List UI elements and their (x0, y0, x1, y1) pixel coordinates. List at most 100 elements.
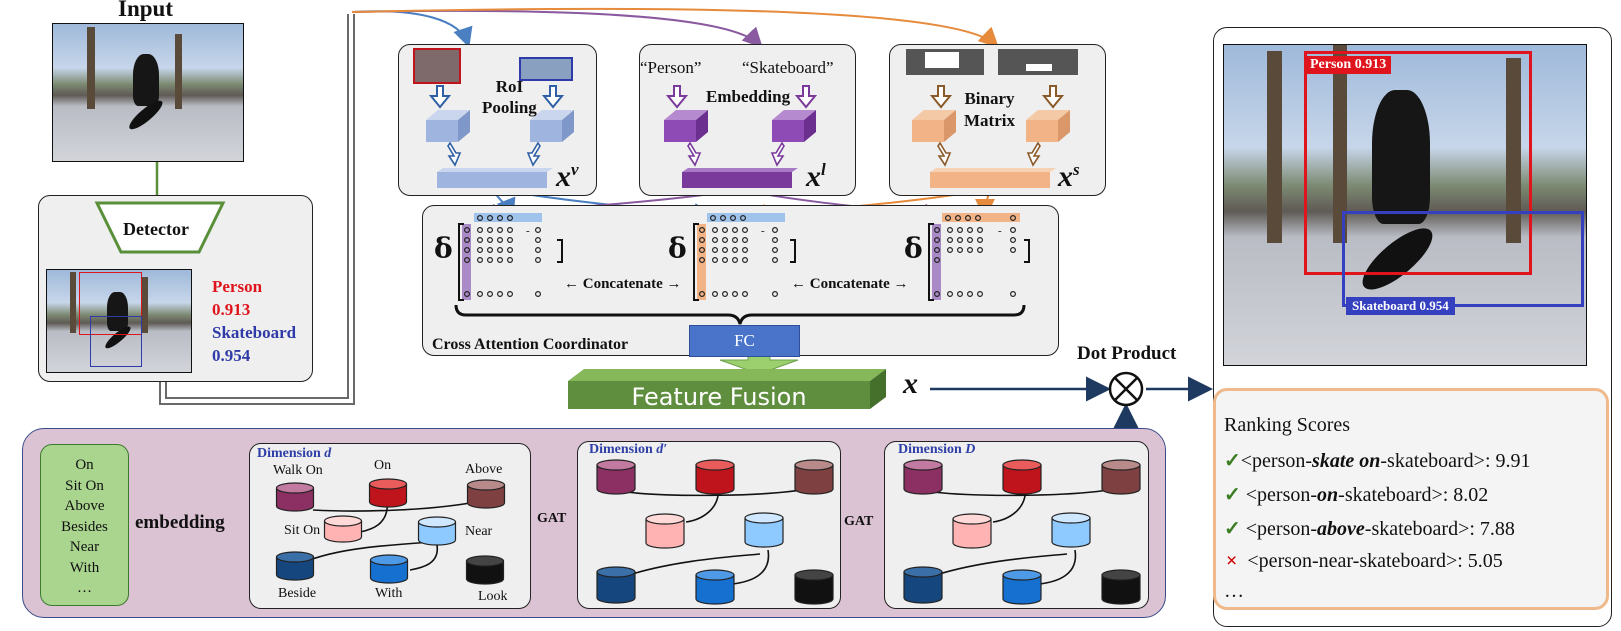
roi-title: RoI Pooling (482, 76, 537, 118)
relation-node-on (368, 478, 408, 508)
ranking-item-3-verb: above (1317, 518, 1365, 540)
matrix2-top-bar (707, 213, 785, 222)
fusion-side-face (870, 369, 886, 409)
dim-D-title: Dimension D (898, 442, 975, 458)
relation-node-with (369, 554, 409, 584)
roi-var: xv (556, 160, 579, 194)
dim-D-prefix: Dimension (898, 442, 966, 457)
vocab-item: Besides (61, 518, 108, 535)
gat-label-1: GAT (537, 511, 567, 526)
matrix2-right-bracket (790, 239, 796, 263)
rel-sit-on: Sit On (284, 523, 321, 538)
vocab-item: Above (64, 498, 105, 514)
relation-node (1002, 569, 1042, 605)
ranking-item-2-post: -skateboard>: 8.02 (1338, 484, 1489, 506)
matrix3-dash: - (998, 225, 1002, 237)
dim-D-symbol: D (965, 442, 976, 457)
binary-cube-right-side (1058, 110, 1070, 142)
matrix1-right-bracket (557, 239, 563, 263)
matrix2-dash: - (761, 225, 765, 237)
embed-cube-left-side (696, 110, 708, 142)
delta-symbol-2: δ (668, 232, 687, 265)
binary-title-line2: Matrix (964, 111, 1015, 130)
matrix1-dots (464, 215, 541, 298)
relation-node-look (465, 555, 505, 585)
roi-merge-arrow-right (526, 141, 541, 167)
output-skateboard-label: Skateboard 0.954 (1346, 297, 1455, 315)
person-detection-text: Person 0.913 (212, 275, 262, 321)
rel-near: Near (465, 524, 493, 539)
roi-down-arrow-right (541, 85, 565, 109)
embed-down-arrow-right (794, 85, 818, 109)
roi-var-sup: v (571, 160, 579, 179)
graph-edge (619, 553, 761, 579)
relation-node-near (417, 516, 457, 546)
roi-down-arrow-left (428, 85, 452, 109)
ranking-item-1-verb: skate on (1312, 450, 1381, 472)
graph-edge (312, 499, 487, 512)
roi-cube-right-side (562, 110, 574, 142)
ranking-ellipsis: … (1224, 580, 1244, 602)
relation-node (794, 569, 834, 605)
embed-var-sup: l (821, 160, 826, 179)
relation-node (1002, 459, 1042, 495)
input-photo (52, 23, 244, 162)
graph-D (903, 459, 1141, 605)
matrix1-left-bracket (458, 223, 464, 301)
binary-cube-left (912, 120, 944, 142)
relation-node (794, 459, 834, 495)
vocab-item: On (75, 457, 94, 473)
relation-node (645, 513, 685, 549)
relation-node (1101, 569, 1141, 605)
matrix3-left-bracket (928, 223, 934, 301)
ranking-item-2: ✓ <person-on-skateboard>: 8.02 (1224, 482, 1488, 507)
ranking-item-4-text: <person-near-skateboard>: 5.05 (1247, 550, 1503, 572)
ranking-item-2-pre: <person- (1245, 484, 1318, 506)
fc-label: FC (734, 331, 755, 350)
rel-above: Above (465, 462, 503, 477)
binary-var-sup: s (1073, 160, 1080, 179)
ranking-item-3-post: -skateboard>: 7.88 (1364, 518, 1515, 540)
roi-title-line1: RoI (495, 77, 524, 96)
embedding-title: Embedding (706, 87, 791, 106)
relation-node-walk-on (275, 482, 315, 512)
relation-node-beside (275, 551, 315, 581)
graph-edge (932, 487, 1120, 497)
skateboard-label: Skateboard (212, 323, 297, 342)
feature-fusion-label: Feature Fusion (631, 383, 807, 411)
concatenate-label-1: ← Concatenate → (564, 276, 682, 292)
check-icon: ✓ (1224, 518, 1241, 540)
roi-cube-left-top (426, 110, 470, 120)
ranking-item-2-verb: on (1317, 484, 1339, 506)
embed-cube-left-top (664, 110, 708, 120)
skater-silhouette (132, 54, 160, 107)
skater-silhouette (1372, 89, 1431, 225)
embed-merge-arrow-left (687, 141, 702, 167)
palm-trunk (1506, 57, 1521, 244)
arrow-to-binary (351, 7, 999, 48)
dim-d-prime-prefix: Dimension (589, 442, 657, 457)
matrix3-right-bracket (1024, 239, 1030, 263)
detector-label: Detector (123, 219, 189, 239)
relation-node (952, 513, 992, 549)
graph-edge (409, 544, 438, 571)
graph-d (275, 478, 506, 585)
ranking-item-1: ✓<person-skate on-skateboard>: 9.91 (1224, 448, 1531, 473)
input-title: Input (118, 0, 173, 21)
palm-trunk (174, 33, 183, 109)
delta-symbol-1: δ (434, 232, 453, 265)
person-bbox (78, 272, 143, 336)
graph-edge (625, 487, 813, 497)
vocab-item: Sit On (65, 477, 104, 494)
rel-with: With (375, 586, 403, 601)
double-line-inner (165, 14, 349, 399)
dim-d-prime-title: Dimension d′ (589, 442, 667, 458)
embed-cube-right (772, 120, 804, 142)
roi-feature-bar-top (437, 168, 553, 172)
relation-node-sit-on (323, 515, 363, 543)
ranking-item-3-pre: <person- (1245, 518, 1318, 540)
matrix2-dots (698, 215, 778, 298)
